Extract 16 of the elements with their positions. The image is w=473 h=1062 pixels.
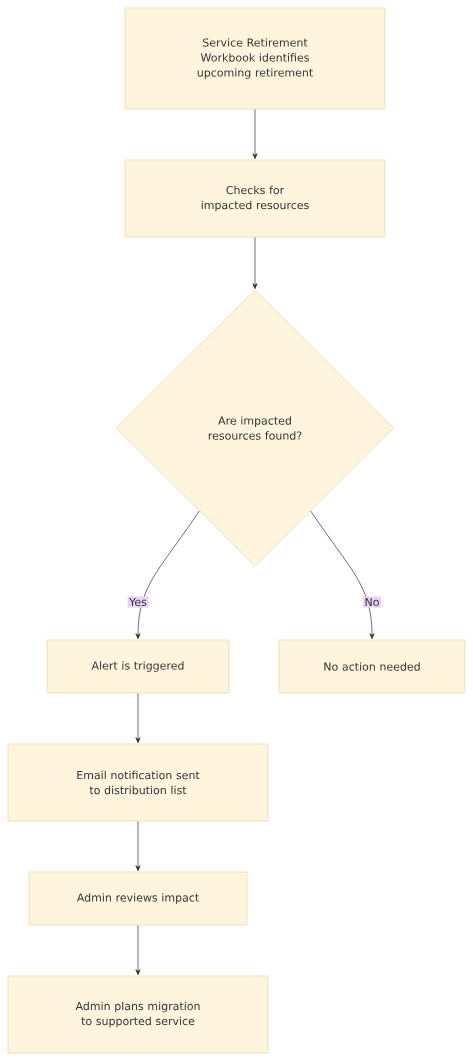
arrow bbox=[252, 109, 258, 160]
process-box: Admin reviews impact bbox=[28, 871, 248, 926]
arrow bbox=[135, 821, 141, 872]
edge-label: Yes bbox=[127, 596, 149, 608]
process-box: Email notification sent to distribution list bbox=[7, 743, 269, 822]
arrow bbox=[252, 237, 258, 290]
process-box: No action needed bbox=[278, 639, 466, 694]
process-box: Alert is triggered bbox=[46, 639, 230, 694]
arrow bbox=[135, 510, 200, 640]
process-box: Admin plans migration to supported service bbox=[7, 975, 269, 1054]
edge-label: No bbox=[363, 596, 381, 608]
arrow bbox=[135, 925, 141, 976]
arrow bbox=[135, 693, 141, 744]
process-box: Service Retirement Workbook identifies upcoming retirement bbox=[124, 7, 386, 110]
process-box: Checks for impacted resources bbox=[124, 159, 386, 238]
arrow bbox=[310, 510, 375, 640]
